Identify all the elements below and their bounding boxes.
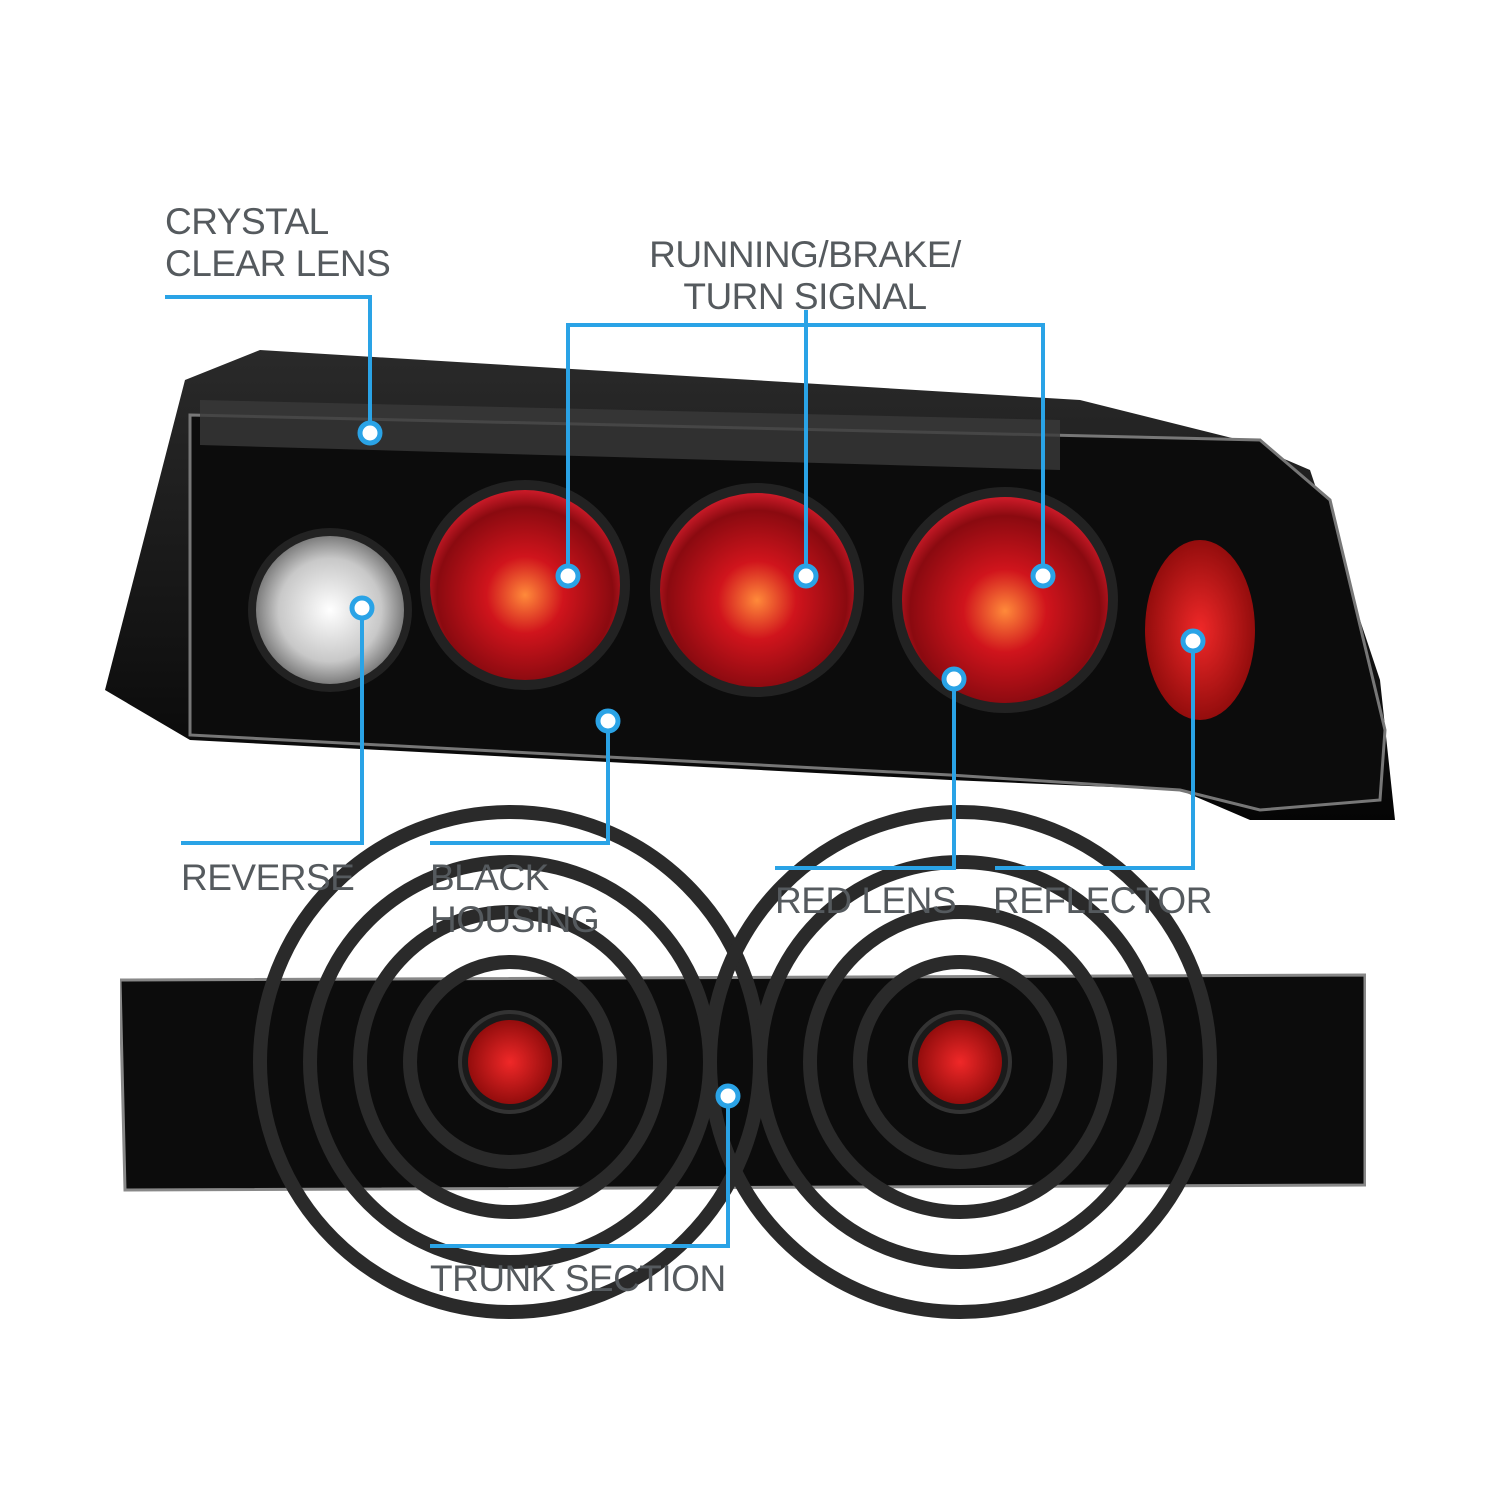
- label-line: HOUSING: [430, 899, 600, 940]
- label-line: CRYSTAL: [165, 201, 329, 242]
- reverse-lens: [248, 528, 412, 692]
- label-reflector: REFLECTOR: [993, 880, 1212, 921]
- dot-running-2: [793, 563, 819, 589]
- reflector-lens: [1145, 540, 1255, 720]
- dot-reverse: [349, 595, 375, 621]
- red-lens-3: [892, 487, 1118, 713]
- label-black-housing: BLACK HOUSING: [430, 857, 600, 941]
- label-running-brake-turn-signal: RUNNING/BRAKE/ TURN SIGNAL: [605, 234, 1005, 318]
- dot-red-lens: [941, 666, 967, 692]
- label-line: TURN SIGNAL: [683, 276, 927, 317]
- red-lens-2: [650, 483, 864, 697]
- label-line: CLEAR LENS: [165, 243, 391, 284]
- dot-trunk-section: [715, 1083, 741, 1109]
- label-reverse: REVERSE: [181, 857, 355, 898]
- dot-black-housing: [595, 708, 621, 734]
- label-line: BLACK: [430, 857, 549, 898]
- red-lens-1: [420, 480, 630, 690]
- trunk-reflector-right: [918, 1020, 1002, 1104]
- label-red-lens: RED LENS: [775, 880, 957, 921]
- label-line: RUNNING/BRAKE/: [649, 234, 961, 275]
- dot-reflector: [1180, 628, 1206, 654]
- callout-lines: [165, 295, 1195, 1248]
- dot-running-1: [555, 563, 581, 589]
- dot-crystal-clear-lens: [357, 420, 383, 446]
- callout-dots: [349, 420, 1206, 1109]
- label-crystal-clear-lens: CRYSTAL CLEAR LENS: [165, 201, 391, 285]
- label-trunk-section: TRUNK SECTION: [430, 1258, 726, 1299]
- trunk-reflector-left: [468, 1020, 552, 1104]
- main-tail-light: [105, 350, 1395, 820]
- dot-running-3: [1030, 563, 1056, 589]
- trunk-section-panel: [0, 805, 1500, 1319]
